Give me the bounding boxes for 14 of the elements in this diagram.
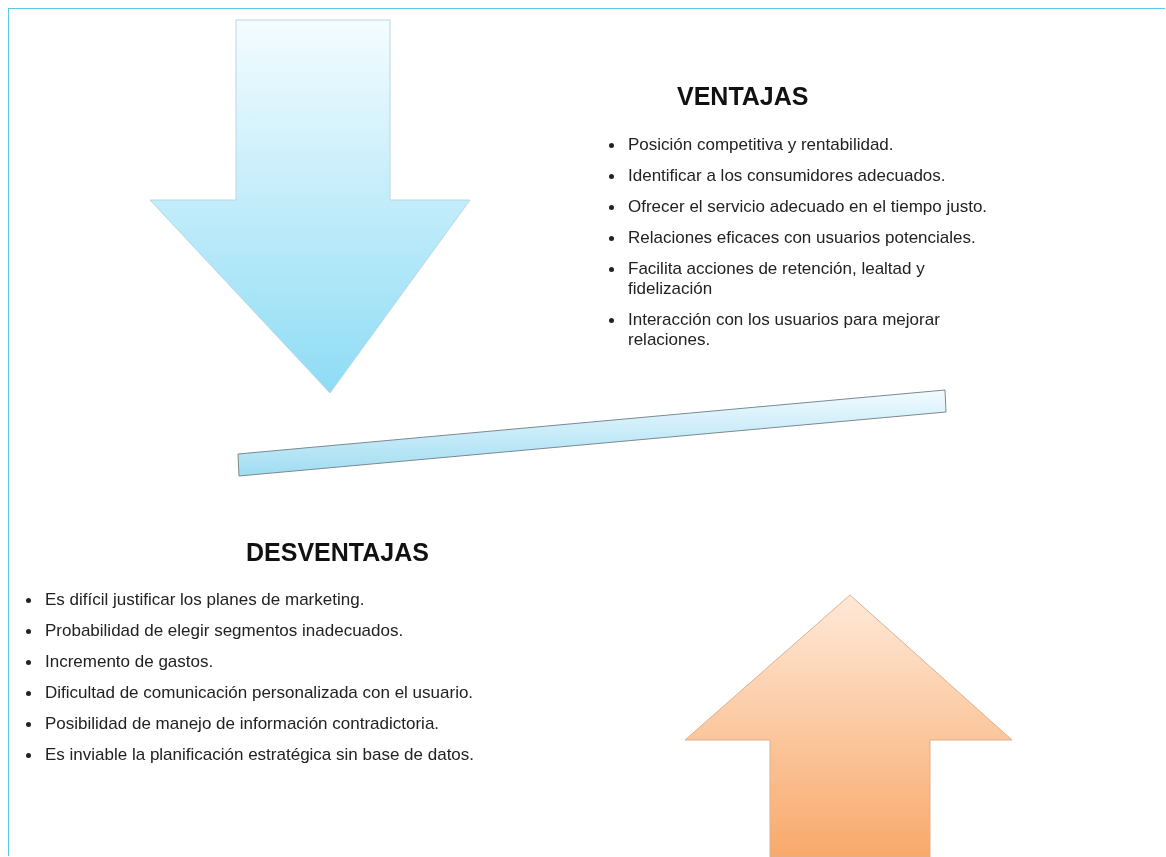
bullet-text: Posición competitiva y rentabilidad. [628,135,894,154]
bullet-text: Facilita acciones de retención, lealtad y fidelización [628,259,925,298]
bullet-text: Posibilidad de manejo de información contradictoria. [45,714,440,733]
heading: DESVENTAJAS [246,538,429,567]
heading: VENTAJAS [677,82,809,111]
bullet-text: Dificultad de comunicación personalizada con el usuario. [45,683,474,702]
bullet-text: Interacción con los usuarios para mejorar relaciones. [628,310,940,349]
bullet-text: Es inviable la planificación estratégica sin base de datos. [45,745,475,764]
bullet-text: Es difícil justificar los planes de marketing. [45,590,365,609]
bullet-text: Probabilidad de elegir segmentos inadecuados. [45,621,404,640]
bullet-text: Incremento de gastos. [45,652,214,671]
bullet-text: Identificar a los consumidores adecuados. [628,166,946,185]
bullet-text: Ofrecer el servicio adecuado en el tiempo justo. [628,197,988,216]
bullet-text: Relaciones eficaces con usuarios potenciales. [628,228,976,247]
